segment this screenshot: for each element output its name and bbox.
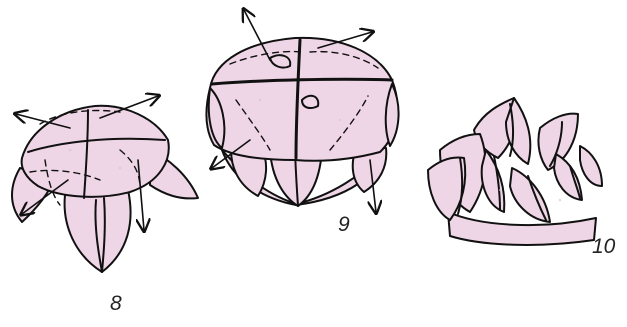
step-number-9: 9 <box>338 214 350 235</box>
step-9-figure <box>206 38 398 206</box>
step-10-figure <box>428 98 602 245</box>
step-number-10: 10 <box>592 236 615 257</box>
step-8-figure <box>12 106 198 272</box>
step-number-8: 8 <box>110 293 122 314</box>
